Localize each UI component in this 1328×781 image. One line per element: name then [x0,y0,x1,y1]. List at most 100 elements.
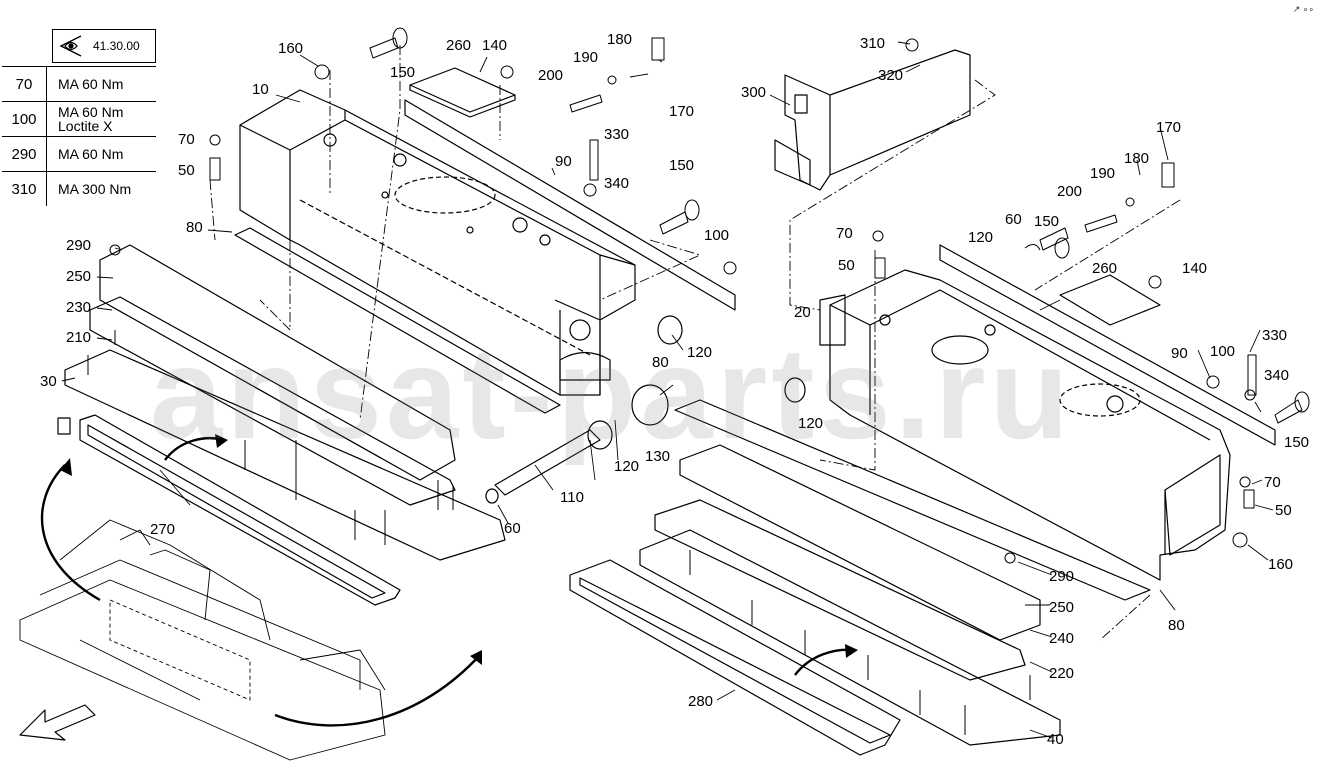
right-main-frame [819,269,1231,581]
callout: 260 [446,37,471,54]
callout: 130 [645,448,670,465]
callout: 290 [1049,568,1074,585]
callout: 110 [560,489,584,506]
callout: 180 [1124,150,1149,167]
callout: 90 [1171,345,1188,362]
callout: 80 [1168,617,1185,634]
torque-pos: 310 [2,172,47,206]
callout: 330 [604,126,629,143]
callout: 250 [66,268,91,285]
callout: 120 [687,344,712,361]
callout: 80 [186,219,203,236]
callout: 200 [538,67,563,84]
callout: 190 [1090,165,1115,182]
callouts: 10 160 150 260 140 180 190 200 170 70 50… [40,31,1309,748]
callout: 190 [573,49,598,66]
view-eye-icon [59,35,82,57]
callout: 140 [1182,260,1207,277]
callout: 160 [278,40,303,57]
callout: 320 [878,67,903,84]
callout: 120 [614,458,639,475]
callout: 150 [669,157,694,174]
callout: 330 [1262,327,1287,344]
bracket [774,49,971,191]
callout: 120 [798,415,823,432]
callout: 100 [1210,343,1235,360]
callout: 100 [704,227,729,244]
left-top-plate [409,67,516,118]
view-reference-row: 41.30.00 [2,26,156,67]
callout: 340 [1264,367,1289,384]
callout: 180 [607,31,632,48]
torque-value: MA 300 Nm [58,181,132,197]
callout: 140 [482,37,507,54]
callout: 60 [1005,211,1022,228]
callout: 60 [504,520,521,537]
callout: 50 [1275,502,1292,519]
view-code: 41.30.00 [93,39,140,53]
torque-value: MA 60 Nm [58,76,124,92]
corner-mark: ↗ ∘∘ [1292,4,1314,14]
curved-arrows [40,437,856,727]
torque-row: 70 MA 60 Nm [2,67,156,102]
callout: 260 [1092,260,1117,277]
torque-pos: 70 [2,67,47,101]
callout: 80 [652,354,669,371]
callout: 150 [1284,434,1309,451]
callout: 120 [968,229,993,246]
right-seal-ring [569,559,901,756]
callout: 270 [150,521,175,538]
left-bottom-plates [57,244,506,561]
view-reference-box: 41.30.00 [52,29,156,63]
callout: 50 [178,162,195,179]
left-main-frame [239,89,636,396]
torque-row: 310 MA 300 Nm [2,172,156,206]
right-cover-strip [939,244,1276,446]
callout: 250 [1049,599,1074,616]
bushings [587,315,806,450]
callout: 240 [1049,630,1074,647]
torque-row: 290 MA 60 Nm [2,137,156,172]
callout: 40 [1047,731,1064,748]
callout: 310 [860,35,885,52]
torque-spec-table: 41.30.00 70 MA 60 Nm 100 MA 60 Nm Loctit… [2,26,156,206]
watermark: ansat-parts.ru [150,320,1073,466]
leader-lines [61,41,1274,739]
callout: 170 [669,103,694,120]
left-cover-strip [404,99,736,311]
torque-value: MA 60 Nm [58,104,124,120]
machine-overview [19,519,386,761]
callout: 220 [1049,665,1074,682]
callout: 50 [838,257,855,274]
view-direction-arrow [19,704,96,741]
left-gasket [234,227,561,414]
callout: 340 [604,175,629,192]
torque-pos: 290 [2,137,47,171]
construction-lines [209,45,1181,641]
callout: 150 [390,64,415,81]
torque-value: MA 60 Nm [58,146,124,162]
left-seal-ring [79,414,401,606]
callout: 290 [66,237,91,254]
callout: 160 [1268,556,1293,573]
callout: 200 [1057,183,1082,200]
callout: 30 [40,373,57,390]
callout: 20 [794,304,811,321]
callout: 70 [178,131,195,148]
callout: 70 [1264,474,1281,491]
right-gasket [674,399,1151,601]
shaft [485,429,601,504]
callout: 150 [1034,213,1059,230]
callout: 280 [688,693,713,710]
callout: 170 [1156,119,1181,136]
fasteners [87,27,1310,735]
right-bottom-plates [639,444,1061,746]
callout: 230 [66,299,91,316]
callout: 10 [252,81,269,98]
torque-row: 100 MA 60 Nm Loctite X [2,102,156,137]
torque-pos: 100 [2,102,47,136]
right-top-plate [1059,274,1161,326]
callout: 70 [836,225,853,242]
